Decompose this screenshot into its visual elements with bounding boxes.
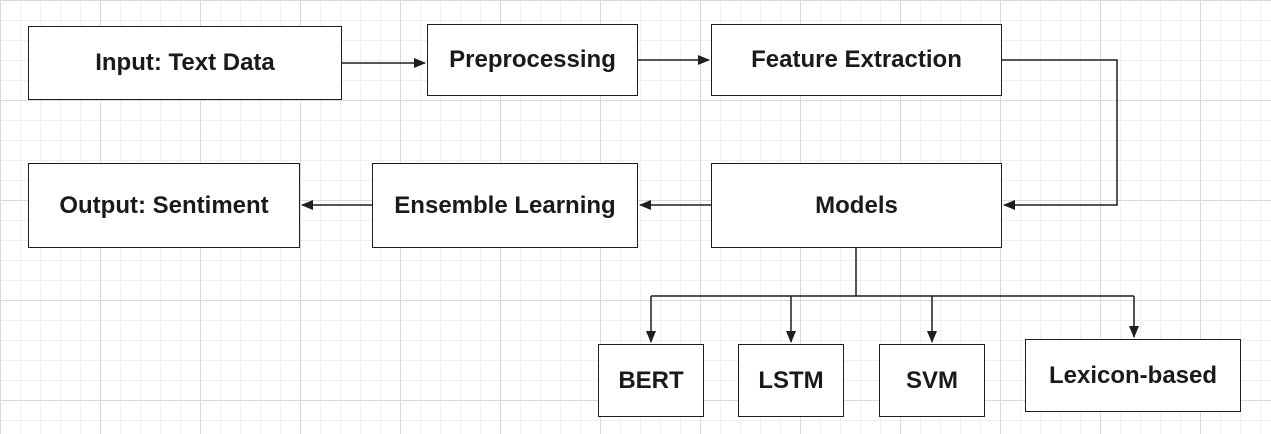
node-lstm: LSTM [738, 344, 844, 417]
node-feature-extraction-label: Feature Extraction [751, 46, 962, 73]
node-bert: BERT [598, 344, 704, 417]
node-svm: SVM [879, 344, 985, 417]
node-feature-extraction: Feature Extraction [711, 24, 1002, 96]
node-input-label: Input: Text Data [95, 49, 275, 76]
node-input-text-data: Input: Text Data [28, 26, 342, 100]
node-models-label: Models [815, 191, 898, 219]
node-ensemble-learning: Ensemble Learning [372, 163, 638, 248]
node-models: Models [711, 163, 1002, 248]
node-lexicon-based: Lexicon-based [1025, 339, 1241, 412]
node-output-sentiment: Output: Sentiment [28, 163, 300, 248]
edge-feature-extraction-to-models [1002, 59, 1118, 210]
node-lstm-label: LSTM [758, 366, 824, 394]
node-preprocessing-label: Preprocessing [449, 46, 616, 73]
node-svm-label: SVM [905, 366, 958, 394]
node-lexicon-label: Lexicon-based [1048, 361, 1218, 389]
node-ensemble-label: Ensemble Learning [394, 191, 616, 219]
node-output-label: Output: Sentiment [59, 191, 269, 219]
node-bert-label: BERT [618, 366, 684, 394]
node-preprocessing: Preprocessing [427, 24, 638, 96]
